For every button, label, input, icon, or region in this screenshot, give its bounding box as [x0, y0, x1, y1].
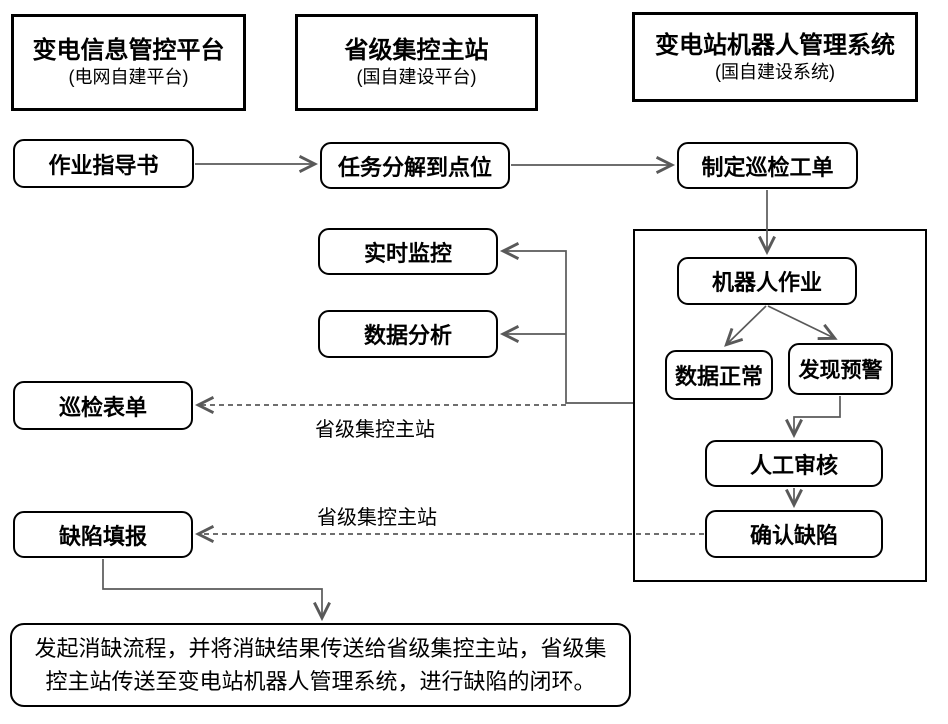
platform-title: 省级集控主站 — [344, 37, 489, 65]
edge-container-to-monitor — [499, 242, 633, 404]
platform-subtitle: (国自建设系统) — [715, 61, 835, 82]
node-data-normal: 数据正常 — [665, 350, 773, 400]
node-realtime-monitor: 实时监控 — [318, 228, 498, 275]
node-data-analysis: 数据分析 — [318, 310, 498, 358]
platform-title: 变电站机器人管理系统 — [655, 31, 895, 59]
platform-box-robot-management: 变电站机器人管理系统 (国自建设系统) — [632, 12, 918, 102]
platform-box-provincial-master: 省级集控主站 (国自建设平台) — [295, 14, 538, 111]
edge-defect-report-to-footer — [102, 559, 331, 622]
node-inspection-form: 巡检表单 — [13, 381, 193, 430]
node-alert-found: 发现预警 — [788, 343, 893, 395]
robot-system-container — [633, 229, 927, 582]
node-confirm-defect: 确认缺陷 — [705, 510, 883, 558]
node-create-inspection-order: 制定巡检工单 — [677, 142, 858, 189]
connector-label-inspection-form: 省级集控主站 — [315, 419, 435, 441]
node-work-instruction: 作业指导书 — [13, 139, 194, 188]
platform-box-substation-info: 变电信息管控平台 (电网自建平台) — [11, 14, 246, 111]
node-manual-review: 人工审核 — [705, 440, 883, 487]
footer-note-box: 发起消缺流程，并将消缺结果传送给省级集控主站，省级集控主站传送至变电站机器人管理… — [10, 623, 631, 707]
platform-title: 变电信息管控平台 — [32, 37, 225, 65]
platform-subtitle: (国自建设平台) — [356, 67, 477, 88]
footer-note-text: 发起消缺流程，并将消缺结果传送给省级集控主站，省级集控主站传送至变电站机器人管理… — [34, 636, 607, 694]
node-task-decompose: 任务分解到点位 — [320, 142, 510, 189]
node-defect-report: 缺陷填报 — [13, 511, 193, 558]
platform-subtitle: (电网自建平台) — [68, 67, 189, 88]
node-robot-operation: 机器人作业 — [677, 257, 857, 305]
connector-label-defect-report: 省级集控主站 — [317, 507, 437, 529]
